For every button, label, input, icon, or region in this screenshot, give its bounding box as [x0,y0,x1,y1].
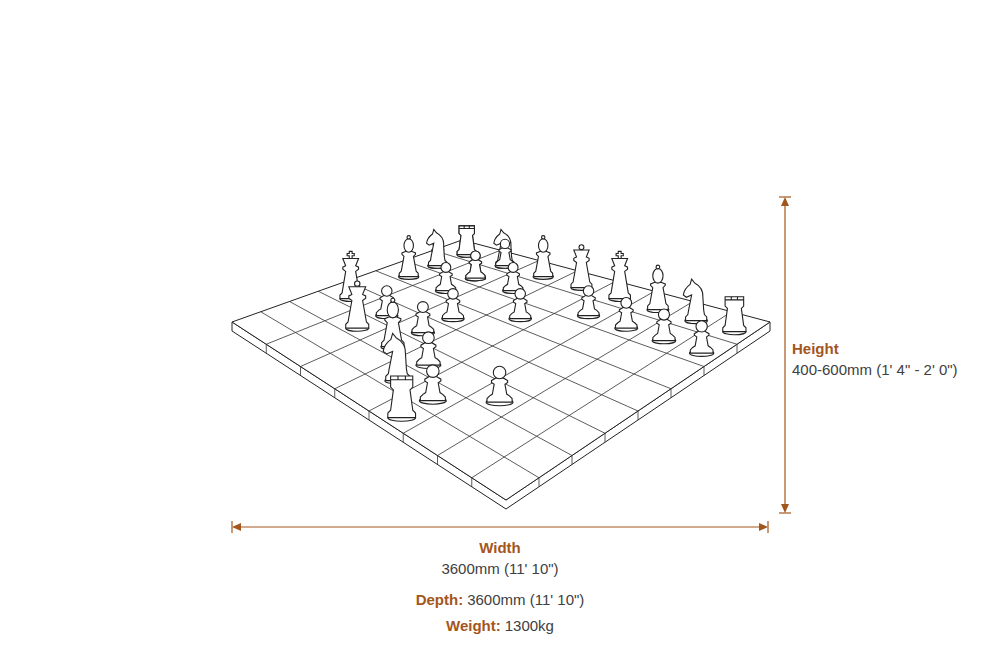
spec-value: 1300kg [505,617,554,634]
height-dimension [779,197,791,513]
dimension-label: Height [792,340,839,357]
chess-pawn [486,366,513,405]
chess-rook [723,297,746,335]
width-dimension [232,521,768,533]
label-row: 3600mm (11' 10") [441,560,558,578]
board-grid-line [334,389,335,398]
board-grid-line [572,456,573,465]
label-row: Height [792,340,839,358]
board-grid-line [704,367,705,376]
board-top [232,240,770,500]
chess-pawn [411,302,434,336]
chess-knight [683,279,707,323]
dimension-value: 400-600mm (1' 4" - 2' 0") [792,361,958,378]
chess-king [609,251,630,301]
board-grid-line [539,478,540,487]
chess-bishop [399,236,419,280]
board-grid-line [290,302,573,456]
board-grid-line [347,281,638,411]
board-grid-line [403,291,654,433]
chess-pawn [416,332,441,369]
chess-pawn [509,289,532,322]
chess-pawn [577,286,599,319]
board-grid-line [266,250,500,344]
board-grid-line [261,312,539,478]
board-grid-line [471,478,472,487]
board-grid-line [403,433,404,442]
chess-pawn [419,365,446,404]
label-row: Width [479,539,521,557]
spec-value: 3600mm (11' 10") [467,591,584,608]
board-grid-line [671,389,672,398]
board-grid-line [266,344,267,353]
chess-pawn [376,286,398,319]
chess-pieces [340,226,746,421]
dimension-label: Width [479,539,521,556]
chess-pawn [689,321,713,357]
board-grid-line [369,411,370,420]
board-grid-line [737,344,738,353]
board-grid-line [605,433,606,442]
chess-bishop [533,236,553,280]
dimension-value: 3600mm (11' 10") [441,560,558,577]
chess-queen [346,281,369,331]
chess-pawn [442,289,465,322]
chess-pawn [615,297,638,331]
chess-board [232,240,770,509]
label-row: Weight:1300kg [446,617,554,635]
board-grid-line [438,302,694,456]
board-grid-line [472,312,732,478]
chess-pawn [465,251,485,281]
board-grid-line [300,367,301,376]
board-grid-line [437,456,438,465]
chess-bishop [647,265,669,312]
chess-rook [388,376,416,421]
label-row: 400-600mm (1' 4" - 2' 0") [792,361,958,379]
spec-label: Depth: [416,591,464,608]
board-grid-line [638,411,639,420]
chess-pawn [465,251,485,281]
label-row: Depth:3600mm (11' 10") [416,591,585,609]
spec-label: Weight: [446,617,501,634]
chess-queen [571,245,592,291]
chess-pawn [652,309,676,344]
